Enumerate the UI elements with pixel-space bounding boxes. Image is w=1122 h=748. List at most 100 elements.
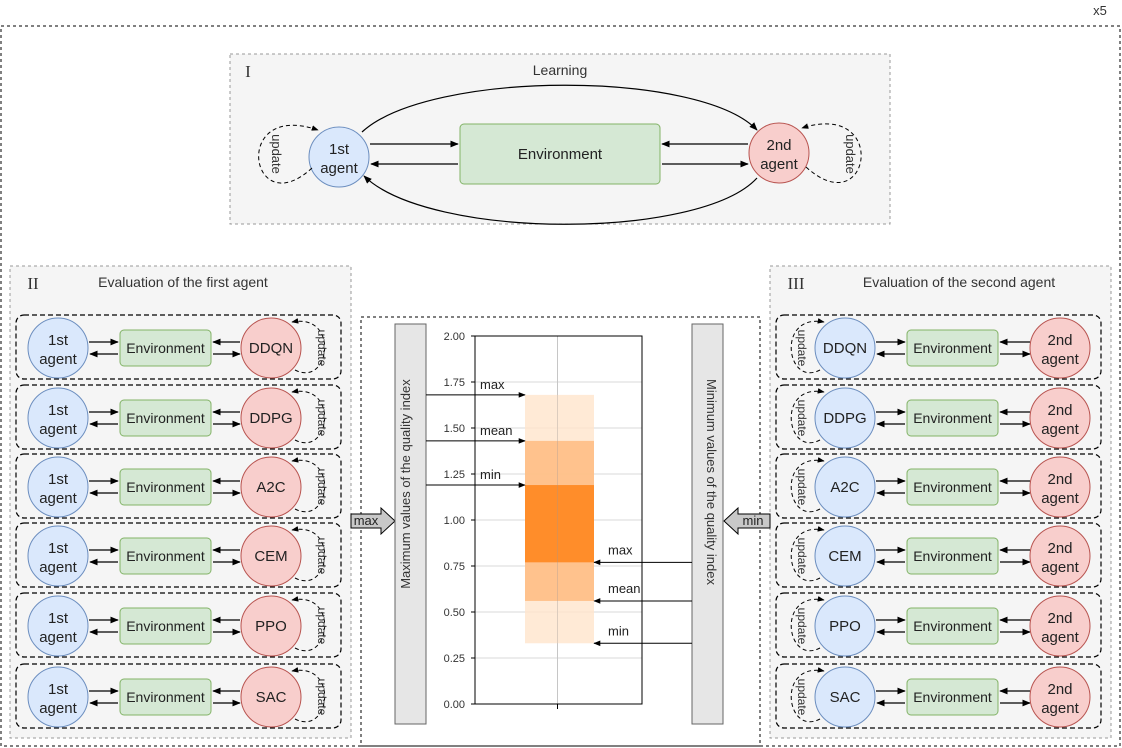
- eval-second-title: Evaluation of the second agent: [863, 274, 1055, 290]
- eval-second-agent-label-line1: 2nd: [1047, 402, 1072, 419]
- chart-ytick-label: 0.25: [444, 653, 465, 665]
- eval-first-environment-label: Environment: [126, 479, 205, 495]
- eval-first-update-label: update: [315, 469, 329, 506]
- eval-first-environment: Environment: [119, 607, 212, 645]
- learning-agent2-label-line1: 2nd: [766, 137, 791, 154]
- max-block-arrow: [350, 506, 396, 536]
- eval-first-agent-circle: [27, 595, 89, 657]
- eval-first-opponent-circle: [240, 525, 302, 587]
- eval-second-agent-circle: [1029, 525, 1091, 587]
- eval-first-agent-circle: [27, 387, 89, 449]
- chart-ytick-label: 2.00: [444, 331, 465, 343]
- eval-second-row: A2C Environment 2nd agent update: [775, 453, 1102, 519]
- eval-second-agent-label-line2: agent: [1041, 351, 1079, 368]
- eval-second-agent-label-line1: 2nd: [1047, 471, 1072, 488]
- eval-first-opponent-label: SAC: [256, 689, 287, 706]
- eval-first-environment: Environment: [119, 329, 212, 367]
- eval-first-environment-label: Environment: [126, 689, 205, 705]
- eval-first-opponent: DDPG: [240, 387, 302, 449]
- eval-second-update-label: update: [795, 538, 809, 575]
- eval-first-opponent: PPO: [240, 595, 302, 657]
- eval-second-environment: Environment: [906, 399, 999, 437]
- eval-second-opponent-circle: [814, 317, 876, 379]
- eval-first-update-loop: [291, 388, 326, 444]
- eval-second-row-frame: [775, 453, 1102, 519]
- eval-first-agent-label-line2: agent: [39, 421, 77, 438]
- eval-second-opponent-circle: [814, 456, 876, 518]
- eval-second-agent-circle: [1029, 666, 1091, 728]
- eval-second-environment-box: [906, 399, 999, 437]
- min-series-max-label: max: [608, 542, 633, 557]
- eval-first-opponent: DDQN: [240, 317, 302, 379]
- eval-first-opponent-circle: [240, 387, 302, 449]
- eval-first-opponent-circle: [240, 317, 302, 379]
- eval-second-opponent-circle: [814, 387, 876, 449]
- eval-second-update-label: update: [795, 330, 809, 367]
- eval-second-environment-box: [906, 607, 999, 645]
- chart-ytick-label: 0.50: [444, 607, 465, 619]
- eval-first-roman: II: [27, 274, 39, 293]
- eval-second-update-loop: [790, 388, 825, 444]
- eval-first-update-loop: [291, 457, 326, 513]
- eval-second-opponent: PPO: [814, 595, 876, 657]
- eval-first-opponent: CEM: [240, 525, 302, 587]
- learning-agent1-label-line1: 1st: [329, 141, 350, 158]
- eval-second-update-label: update: [795, 469, 809, 506]
- eval-first-environment-box: [119, 399, 212, 437]
- eval-second-environment: Environment: [906, 537, 999, 575]
- eval-second-environment-box: [906, 329, 999, 367]
- eval-second-row-frame: [775, 663, 1102, 729]
- eval-first-environment-box: [119, 537, 212, 575]
- eval-second-update-loop: [790, 318, 825, 374]
- eval-first-update-label: update: [315, 679, 329, 716]
- left-bar-label: Maximum values of the quality index: [398, 379, 413, 589]
- chart-band-inner: [525, 485, 594, 563]
- right-bar-label: Minimum values of the quality index: [704, 379, 719, 585]
- eval-first-row-frame: [15, 592, 342, 658]
- eval-second-agent: 2nd agent: [1029, 387, 1091, 449]
- eval-first-title: Evaluation of the first agent: [98, 274, 268, 290]
- eval-second-agent-label-line2: agent: [1041, 490, 1079, 507]
- eval-second-row-frame: [775, 592, 1102, 658]
- eval-second-update-label: update: [795, 608, 809, 645]
- eval-second-environment-label: Environment: [913, 689, 992, 705]
- eval-first-environment-label: Environment: [126, 410, 205, 426]
- eval-first-opponent-circle: [240, 456, 302, 518]
- eval-second-agent-label-line2: agent: [1041, 629, 1079, 646]
- eval-second-environment: Environment: [906, 468, 999, 506]
- eval-first-opponent-label: A2C: [256, 479, 285, 496]
- learning-title: Learning: [533, 62, 588, 78]
- eval-second-opponent-label: A2C: [830, 479, 859, 496]
- eval-second-opponent: A2C: [814, 456, 876, 518]
- learning-agent2-label-line2: agent: [760, 156, 798, 173]
- eval-first-row-frame: [15, 314, 342, 380]
- eval-first-opponent-label: CEM: [254, 548, 287, 565]
- max-series-mean-label: mean: [480, 423, 513, 438]
- eval-second-agent-label-line1: 2nd: [1047, 540, 1072, 557]
- eval-second-agent-label-line2: agent: [1041, 421, 1079, 438]
- eval-second-opponent-label: SAC: [830, 689, 861, 706]
- learning-a1-to-a2-curve: [361, 84, 758, 133]
- eval-first-environment-label: Environment: [126, 618, 205, 634]
- eval-first-environment: Environment: [119, 678, 212, 716]
- eval-first-agent-label-line2: agent: [39, 629, 77, 646]
- learning-agent2: 2nd agent: [748, 122, 810, 184]
- eval-second-environment-label: Environment: [913, 410, 992, 426]
- chart-ytick-label: 1.25: [444, 469, 465, 481]
- eval-second-row-frame: [775, 314, 1102, 380]
- min-series-mean-label: mean: [608, 581, 641, 596]
- eval-second-update-label: update: [795, 679, 809, 716]
- eval-first-agent-label-line1: 1st: [48, 471, 69, 488]
